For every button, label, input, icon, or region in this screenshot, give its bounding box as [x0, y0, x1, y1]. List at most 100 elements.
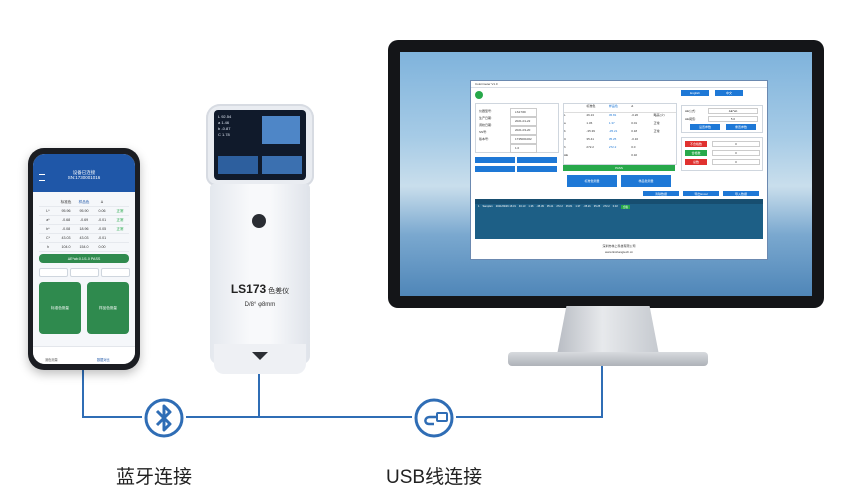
- window-title: Colorimeter V1.0: [471, 81, 767, 88]
- monitor-neck: [556, 306, 660, 360]
- phone-header: 设备已连接 SN:1730001016: [33, 154, 135, 192]
- import-data-button[interactable]: 导入数据: [723, 191, 759, 196]
- param-value[interactable]: 5.0: [708, 116, 758, 122]
- info-label: 调校日期:: [479, 123, 492, 127]
- phone-option-1[interactable]: [39, 268, 68, 277]
- phone-tab-bar: 测色测量 数据对比: [33, 346, 135, 364]
- usb-cable-icon: [412, 396, 456, 440]
- standard-measure-button[interactable]: 标准色测量: [567, 175, 617, 187]
- app-window: Colorimeter V1.0 English 中文 仪器型号: 生产日期: …: [470, 80, 768, 260]
- info-value: LS173D: [510, 108, 537, 117]
- sample-measure-button[interactable]: 样品色测量: [621, 175, 671, 187]
- screen-value: a 1.46: [218, 120, 230, 125]
- param-value[interactable]: ΔE*ab: [708, 108, 758, 114]
- pass-count-value: 0: [712, 150, 760, 156]
- screen-value: b -0.87: [218, 126, 231, 131]
- lang-english-button[interactable]: English: [681, 90, 709, 96]
- phone-option-2[interactable]: [70, 268, 99, 277]
- param-label: ΔE公式:: [685, 109, 696, 113]
- connector-device-vertical: [258, 372, 260, 418]
- app-logo-icon: [475, 91, 483, 99]
- menu-icon[interactable]: [39, 174, 45, 181]
- standard-measure-button[interactable]: 标准色测量: [39, 282, 81, 334]
- info-label: 仪器型号:: [479, 109, 492, 113]
- connector-bottom-horizontal: [82, 416, 602, 418]
- tab-compare[interactable]: 数据对比: [97, 358, 110, 362]
- clear-data-button[interactable]: 清除数据: [643, 191, 679, 196]
- phone-sn: SN:1730001016: [67, 175, 101, 180]
- info-label: 生产日期:: [479, 116, 492, 120]
- connector-monitor-vertical: [601, 366, 603, 418]
- reset-button[interactable]: 重置参数: [726, 124, 756, 130]
- total-count-label: 总数: [685, 159, 707, 165]
- measure-aperture-icon: [252, 352, 268, 360]
- phone-option-3[interactable]: [101, 268, 130, 277]
- monitor-screen: Colorimeter V1.0 English 中文 仪器型号: 生产日期: …: [400, 52, 812, 296]
- export-excel-button[interactable]: 导出Excel: [683, 191, 719, 196]
- screen-swatch-standard: [218, 156, 258, 174]
- phone-status-title: 设备已连接: [72, 170, 96, 175]
- bluetooth-icon: [142, 396, 186, 440]
- device-body: [210, 184, 310, 364]
- total-count-value: 0: [712, 159, 760, 165]
- screen-swatch-sample: [262, 156, 302, 174]
- param-label: ΔE阈值:: [685, 117, 696, 121]
- stats-panel: 不合格数 0 合格数 0 总数 0: [681, 137, 763, 171]
- panel-button[interactable]: [475, 166, 515, 172]
- panel-button[interactable]: [517, 157, 557, 163]
- device-base: [214, 344, 306, 374]
- footer-url: www.linshangtech.cn: [604, 250, 633, 254]
- device-head: L 92.54 a 1.46 b -0.87 C 1.78: [206, 104, 314, 186]
- monitor-stand: [508, 352, 708, 366]
- info-value: 2021-03-20: [510, 126, 537, 135]
- monitor: Colorimeter V1.0 English 中文 仪器型号: 生产日期: …: [388, 40, 824, 308]
- pass-indicator: PASS: [563, 165, 675, 171]
- panel-button[interactable]: [475, 157, 515, 163]
- screen-swatch-blue: [262, 116, 300, 144]
- fail-count-label: 不合格数: [685, 141, 707, 147]
- tab-measure[interactable]: 测色测量: [45, 358, 58, 362]
- pass-count-label: 合格数: [685, 150, 707, 156]
- bluetooth-caption: 蓝牙连接: [116, 467, 193, 488]
- result-bar: ΔE*ab:0.1/1.0 PASS: [39, 254, 129, 263]
- info-label: 版本号:: [479, 137, 489, 141]
- power-button-icon[interactable]: [252, 214, 266, 228]
- info-value: 1735001002: [510, 135, 537, 144]
- connector-phone-vertical: [82, 368, 84, 418]
- info-value: 2021-01-22: [510, 117, 537, 126]
- settings-button[interactable]: 设置参数: [690, 124, 720, 130]
- info-panel: 仪器型号: 生产日期: 调校日期: SN号: 版本号: LS173D 2021-…: [475, 103, 559, 153]
- sample-measure-button[interactable]: 样品色测量: [87, 282, 129, 334]
- footer-company: 深圳市林上科技有限公司: [602, 244, 636, 248]
- screen-value: C 1.78: [218, 132, 230, 137]
- screen-value: L 92.54: [218, 114, 232, 119]
- params-panel: ΔE公式: ΔE*ab ΔE阈值: 5.0 设置参数 重置参数: [681, 105, 763, 133]
- panel-button[interactable]: [517, 166, 557, 172]
- device-screen: L 92.54 a 1.46 b -0.87 C 1.78: [214, 110, 306, 180]
- lang-chinese-button[interactable]: 中文: [715, 90, 743, 96]
- device-spec: D/8° φ8mm: [244, 302, 276, 308]
- fail-count-value: 0: [712, 141, 760, 147]
- info-value: 1.0: [510, 144, 537, 153]
- usb-caption: USB线连接: [386, 467, 483, 488]
